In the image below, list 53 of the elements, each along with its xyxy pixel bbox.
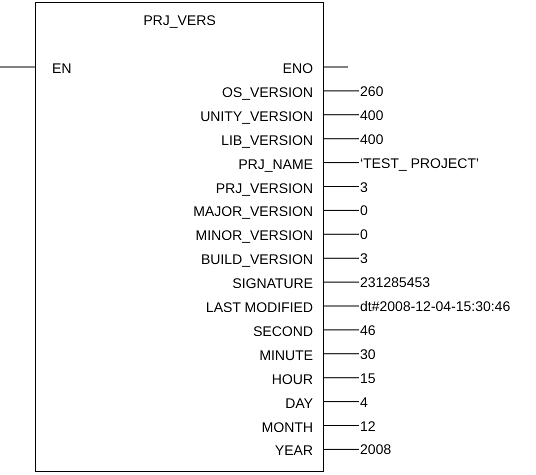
connection-line — [324, 377, 360, 378]
connection-line — [324, 234, 360, 235]
output-value: 46 — [360, 322, 376, 338]
output-pin-label: YEAR — [274, 442, 313, 458]
output-pin-label: PRJ_NAME — [238, 156, 313, 172]
output-value: 400 — [360, 130, 384, 147]
output-pin-label: DAY — [285, 394, 313, 411]
connection-line — [324, 282, 360, 283]
block-title: PRJ_VERS — [142, 12, 217, 28]
output-value: 0 — [360, 202, 368, 218]
connection-line — [324, 210, 360, 211]
connection-line — [324, 162, 360, 164]
output-pin-label: MINUTE — [259, 346, 313, 363]
output-value: 400 — [360, 106, 384, 123]
output-value: 260 — [360, 82, 384, 99]
connection-line — [324, 401, 360, 402]
connection-line — [324, 258, 360, 259]
output-pin-label: BUILD_VERSION — [200, 251, 313, 268]
output-pin-label: LAST MODIFIED — [206, 299, 313, 315]
output-value: 0 — [360, 226, 368, 242]
output-value: 3 — [360, 178, 368, 194]
output-value: 231285453 — [360, 274, 430, 290]
connection-line — [324, 138, 360, 140]
output-pin-label: LIB_VERSION — [221, 132, 313, 148]
function-block — [35, 2, 324, 472]
output-pin-label: ENO — [282, 60, 313, 76]
output-value: dt#2008-12-04-15:30:46 — [360, 298, 510, 314]
connection-line — [324, 425, 360, 426]
output-pin-label: PRJ_VERSION — [216, 180, 313, 196]
output-pin-label: SECOND — [253, 322, 313, 339]
connection-line — [324, 186, 360, 187]
output-pin-label: MINOR_VERSION — [196, 227, 313, 244]
output-pin-label: HOUR — [272, 370, 313, 387]
output-pin-label: OS_VERSION — [222, 84, 313, 100]
connection-line — [324, 448, 360, 450]
connection-line — [324, 90, 360, 92]
output-pin-label: MAJOR_VERSION — [193, 203, 313, 220]
output-pin-label: MONTH — [262, 418, 313, 434]
output-value: 15 — [360, 370, 376, 386]
connection-line — [324, 66, 348, 68]
connection-line — [324, 114, 360, 116]
connection-line — [0, 66, 36, 68]
output-pin-label: SIGNATURE — [232, 275, 313, 292]
connection-line — [324, 353, 360, 354]
connection-line — [324, 329, 360, 330]
output-value: 12 — [360, 418, 376, 434]
output-value: 4 — [360, 394, 368, 410]
input-pin-label: EN — [52, 60, 72, 76]
output-pin-label: UNITY_VERSION — [200, 108, 313, 124]
output-value: 3 — [360, 250, 368, 266]
output-value: 2008 — [360, 441, 392, 458]
output-value: ‘TEST_ PROJECT’ — [360, 154, 480, 171]
output-value: 30 — [360, 346, 376, 362]
